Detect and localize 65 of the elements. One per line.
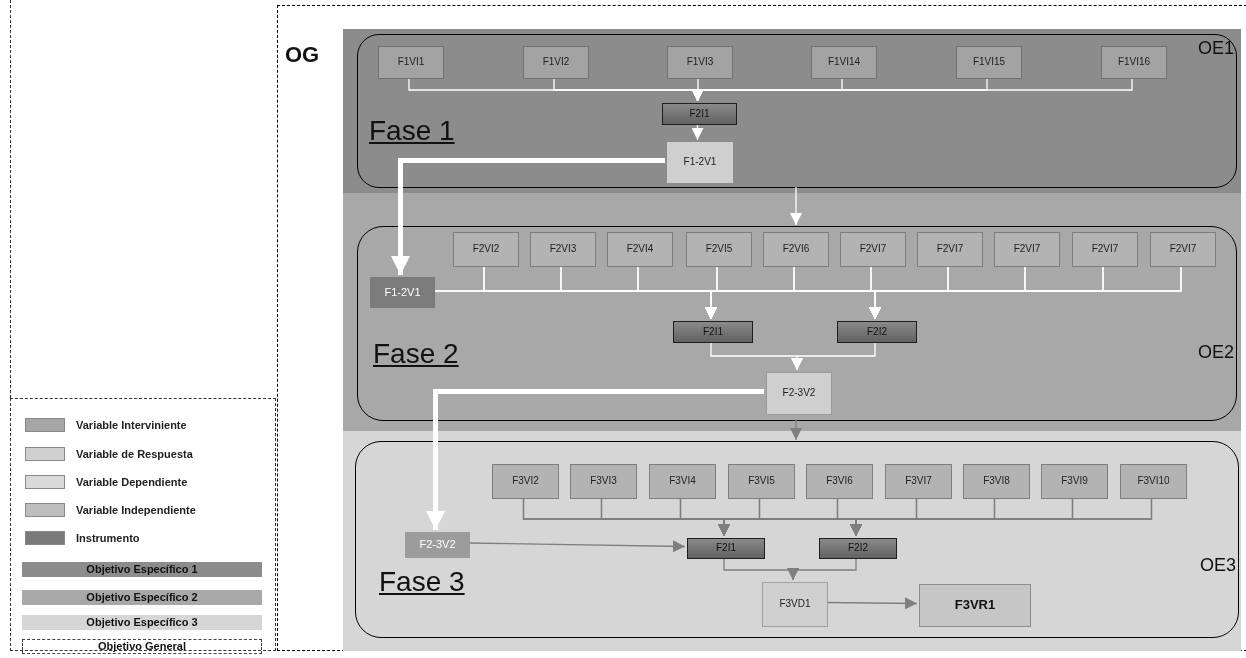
variable-box: F3VI8 [963, 464, 1030, 499]
instrument-box: F2I1 [687, 538, 765, 559]
legend-bar: Objetivo Específico 1 [22, 562, 262, 577]
phase-title: Fase 1 [369, 117, 455, 145]
variable-box: F1VI3 [667, 46, 733, 79]
variable-box: F3VR1 [919, 584, 1031, 627]
legend-bar: Objetivo Específico 3 [22, 615, 262, 630]
connector-arrow [691, 76, 1133, 102]
phase-title: Fase 3 [379, 568, 465, 596]
variable-box: F3VI2 [492, 464, 559, 499]
legend-label: Variable Independiente [76, 505, 196, 516]
connector-arrow [467, 540, 686, 553]
variable-box: F1VI16 [1101, 46, 1167, 79]
variable-box: F3VI5 [728, 464, 795, 499]
variable-box: F2VI7 [917, 232, 983, 267]
variable-box: F3VI4 [649, 464, 716, 499]
variable-box: F1VI14 [811, 46, 877, 79]
legend-label: Instrumento [76, 533, 140, 544]
variable-box: F2VI4 [607, 232, 673, 267]
connector-arrow [825, 597, 918, 610]
variable-box: F2VI7 [1072, 232, 1138, 267]
legend-label: Variable de Respuesta [76, 449, 193, 460]
connector-arrow [787, 556, 857, 581]
variable-box: F2VI7 [994, 232, 1060, 267]
variable-box: F3VI3 [570, 464, 637, 499]
variable-box: F2VI3 [530, 232, 596, 267]
variable-box: F3VI6 [806, 464, 873, 499]
variable-box: F1VI1 [378, 46, 444, 79]
objective-band [343, 193, 1241, 431]
instrument-box: F2I1 [673, 321, 753, 343]
variable-box: F2VI7 [840, 232, 906, 267]
variable-box: F2VI7 [1150, 232, 1216, 267]
variable-box: F1-2V1 [370, 277, 435, 308]
legend-bar: Objetivo Específico 2 [22, 590, 262, 605]
general-objective-panel [277, 5, 1246, 651]
variable-box: F2VI2 [453, 232, 519, 267]
variable-box: F3VD1 [762, 582, 828, 627]
objective-label: OE3 [1199, 556, 1236, 574]
connector-arrow [691, 122, 704, 141]
legend-bar: Objetivo General [22, 639, 262, 654]
instrument-box: F2I2 [837, 321, 917, 343]
legend-label: Variable Interviniente [76, 420, 187, 431]
variable-box: F2VI6 [763, 232, 829, 267]
instrument-box: F2I1 [662, 103, 737, 125]
variable-box: F2VI5 [686, 232, 752, 267]
variable-box: F2-3V2 [405, 532, 470, 558]
variable-box: F1VI15 [956, 46, 1022, 79]
connector-arrow [390, 158, 665, 275]
connector-arrow [425, 389, 764, 530]
instrument-box: F2I2 [819, 538, 897, 559]
variable-box: F3VI10 [1120, 464, 1187, 499]
variable-box: F1VI2 [523, 46, 589, 79]
variable-box: F3VI7 [885, 464, 952, 499]
phase-panel [357, 226, 1237, 421]
variable-box: F3VI9 [1041, 464, 1108, 499]
variable-box: F2-3V2 [766, 372, 832, 415]
objective-label: OE2 [1197, 343, 1234, 361]
phase-title: Fase 2 [373, 340, 459, 368]
connector-arrow [790, 419, 802, 441]
panel-title: OG [285, 44, 320, 66]
connector-arrow [790, 186, 802, 226]
legend-label: Variable Dependiente [76, 477, 188, 488]
objective-label: OE1 [1197, 39, 1234, 57]
connector-arrow [791, 340, 876, 371]
variable-box: F1-2V1 [667, 142, 733, 183]
